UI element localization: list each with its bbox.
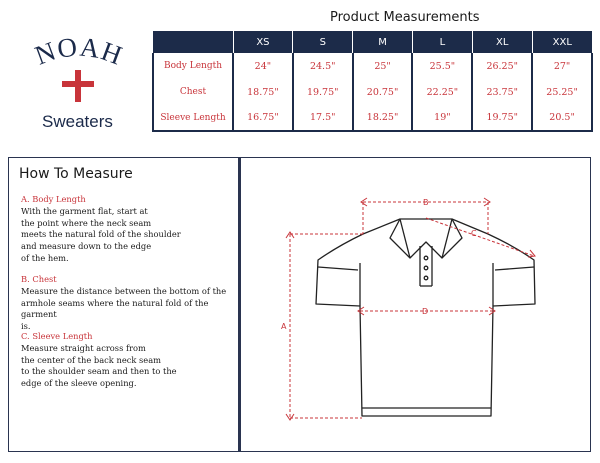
noah-logo: NOAH: [31, 32, 127, 102]
size-xl: XL: [472, 31, 533, 53]
step-chest: B. Chest Measure the distance between th…: [21, 274, 236, 333]
table-cell: 26.25": [472, 53, 534, 79]
how-to-title: How To Measure: [19, 166, 133, 182]
step-body-length: A. Body Length With the garment flat, st…: [21, 194, 236, 265]
step-heading: A. Body Length: [21, 194, 86, 204]
table-row: Body Length 24" 24.5" 25" 25.5" 26.25" 2…: [152, 53, 593, 79]
table-cell: 19.75": [472, 105, 534, 132]
step-line: of the hem.: [21, 252, 69, 263]
corner-cell: [153, 31, 234, 53]
step-line: With the garment flat, start at: [21, 205, 148, 216]
table-cell: 25.25": [532, 79, 593, 105]
table-cell: 19": [412, 105, 474, 132]
how-to-measure-panel: [8, 157, 239, 452]
table-cell: 18.25": [352, 105, 414, 132]
label-a: A: [281, 322, 287, 331]
table-row: Chest 18.75" 19.75" 20.75" 22.25" 23.75"…: [152, 79, 593, 105]
brand-logo: NOAH: [14, 28, 144, 138]
table-cell: 22.25": [412, 79, 474, 105]
size-m: M: [352, 31, 413, 53]
step-line: and measure down to the edge: [21, 241, 152, 252]
table-cell: 20.5": [532, 105, 593, 132]
size-s: S: [292, 31, 354, 53]
brand-category: Sweaters: [42, 112, 113, 131]
step-line: meets the natural fold of the shoulder: [21, 229, 181, 240]
table-cell: 24": [233, 53, 294, 79]
size-table: XS S M L XL XXL Body Length 24" 24.5" 25…: [152, 31, 593, 132]
table-cell: 18.75": [233, 79, 294, 105]
label-d: D: [422, 307, 428, 316]
table-cell: 25.5": [412, 53, 474, 79]
size-l: L: [412, 31, 473, 53]
table-cell: 23.75": [472, 79, 534, 105]
table-cell: 20.75": [352, 79, 414, 105]
size-header-row: XS S M L XL XXL: [153, 31, 592, 53]
table-cell: 25": [352, 53, 414, 79]
table-cell: 17.5": [292, 105, 354, 132]
step-heading: C. Sleeve Length: [21, 331, 93, 341]
row-label: Sleeve Length: [152, 105, 234, 132]
table-title: Product Measurements: [330, 10, 480, 25]
label-b: B: [423, 198, 429, 207]
brand-name: NOAH: [31, 32, 126, 71]
step-line: to the shoulder seam and then to the: [21, 366, 177, 377]
label-c: C: [471, 229, 477, 238]
table-row: Sleeve Length 16.75" 17.5" 18.25" 19" 19…: [152, 105, 593, 132]
step-line: Measure the distance between the bottom …: [21, 285, 227, 296]
step-heading: B. Chest: [21, 274, 57, 284]
table-cell: 24.5": [292, 53, 354, 79]
step-line: edge of the sleeve opening.: [21, 378, 137, 389]
svg-text:NOAH: NOAH: [31, 32, 127, 71]
step-line: Measure straight across from: [21, 342, 146, 353]
diagram-panel: [239, 157, 591, 452]
table-cell: 27": [532, 53, 593, 79]
table-cell: 16.75": [233, 105, 294, 132]
step-line: the point where the neck seam: [21, 217, 152, 228]
measurement-guides: [285, 197, 536, 421]
step-line: the center of the back neck seam: [21, 354, 162, 365]
step-line: is.: [21, 321, 31, 332]
row-label: Chest: [152, 79, 234, 105]
size-xxl: XXL: [532, 31, 592, 53]
row-label: Body Length: [152, 53, 234, 79]
cross-icon: [62, 70, 94, 102]
step-line: armhole seams where the natural fold of …: [21, 297, 209, 320]
garment-diagram: A B C D: [281, 197, 536, 421]
polo-shirt-illustration: [315, 218, 536, 417]
step-sleeve-length: C. Sleeve Length Measure straight across…: [21, 331, 236, 390]
table-cell: 19.75": [292, 79, 354, 105]
size-xs: XS: [233, 31, 294, 53]
